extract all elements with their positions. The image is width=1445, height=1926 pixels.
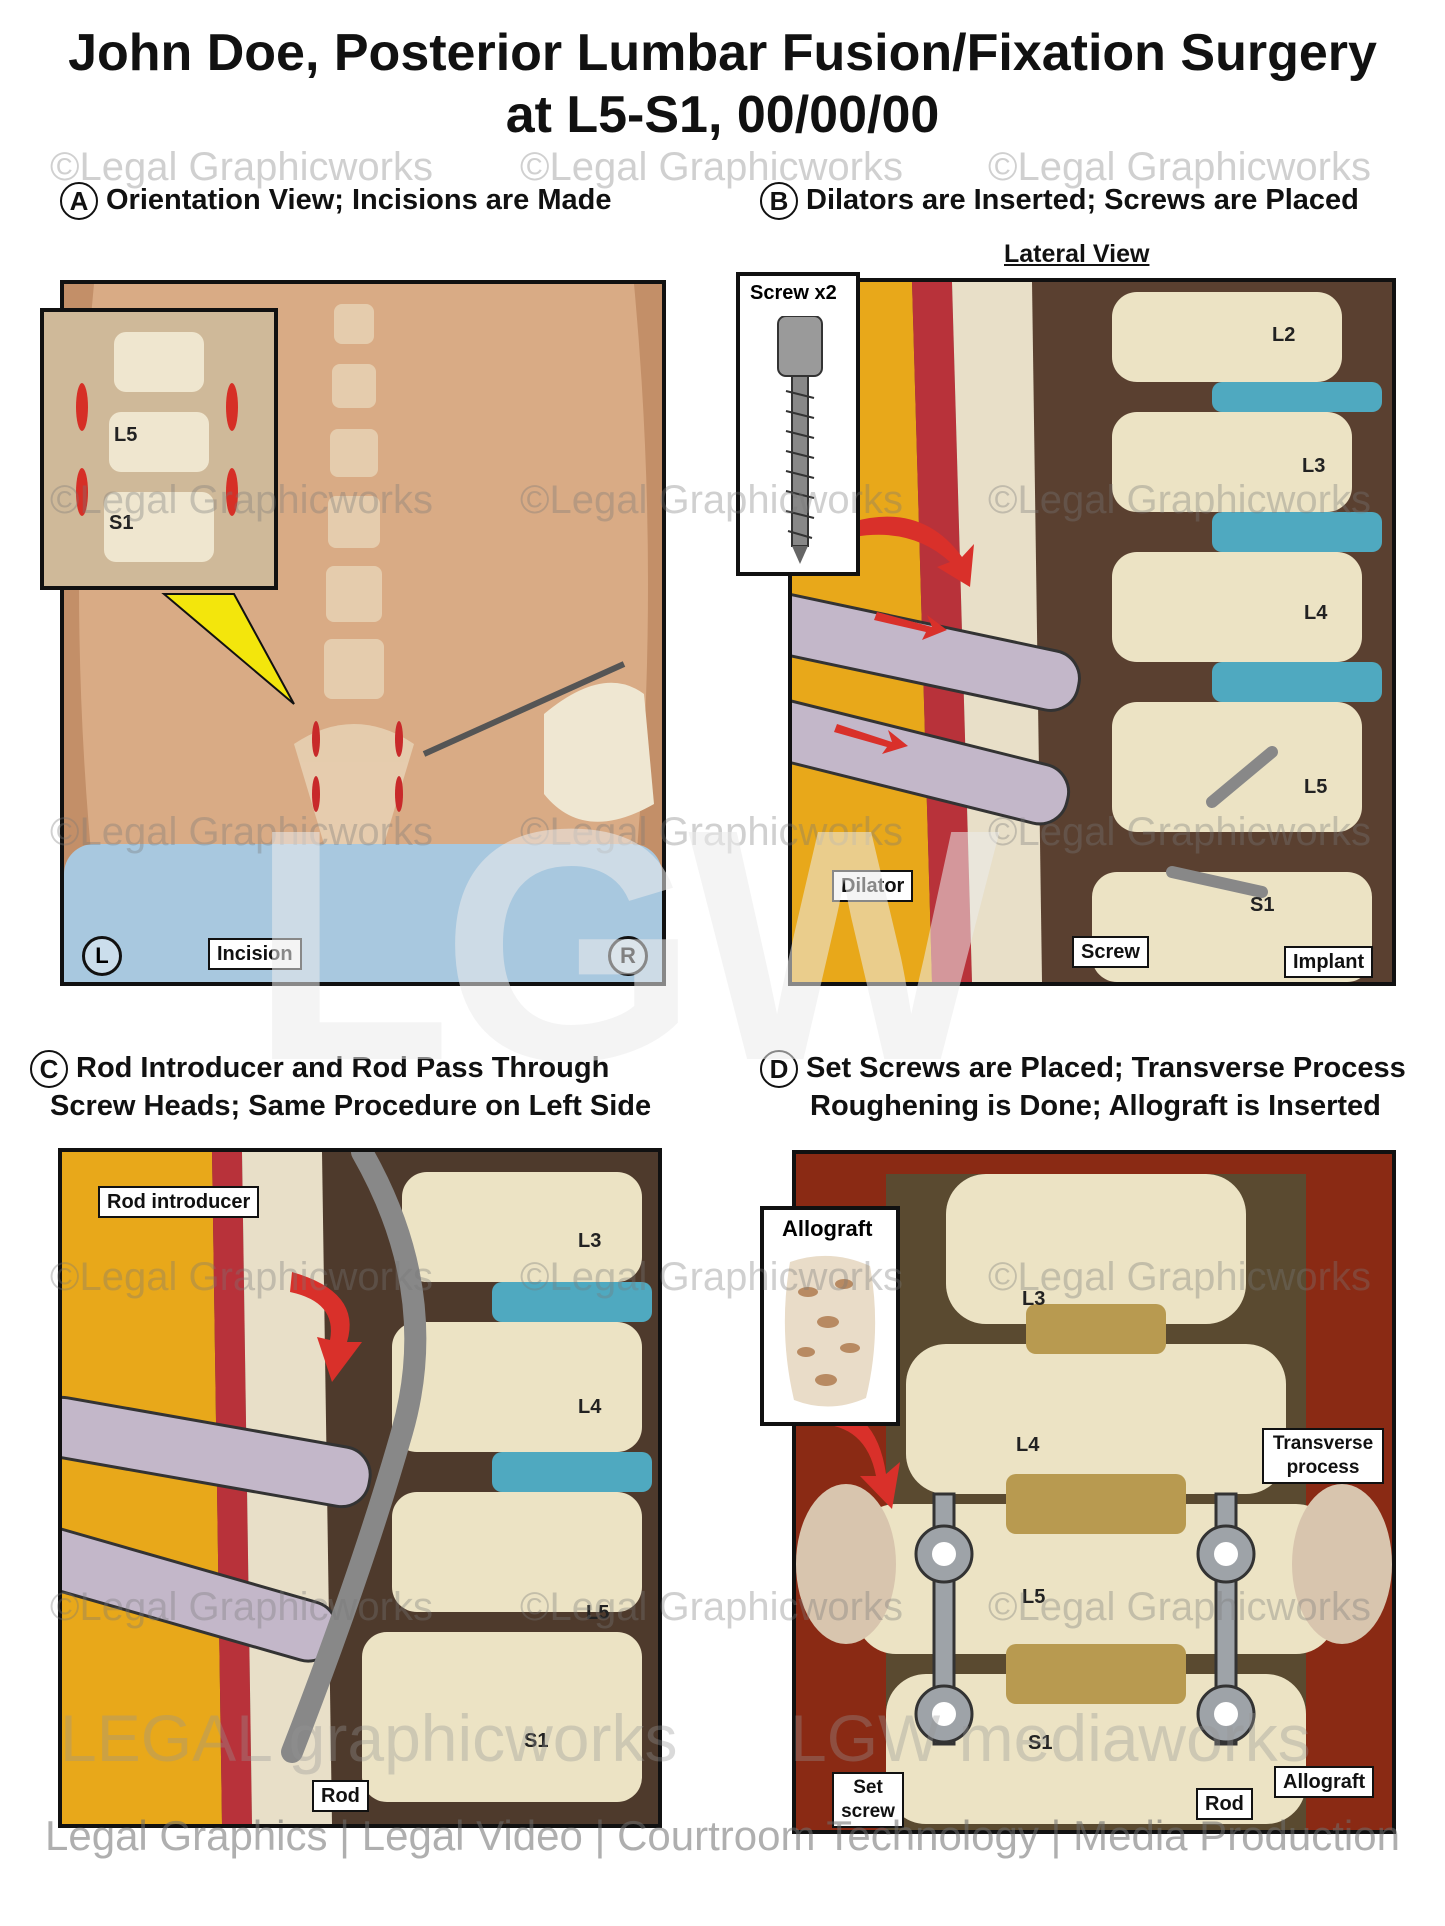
panel-d-title-line-2: Roughening is Done; Allograft is Inserte… bbox=[810, 1090, 1381, 1123]
watermark: ©Legal Graphicworks bbox=[50, 1255, 433, 1299]
watermark: ©Legal Graphicworks bbox=[988, 478, 1371, 522]
rod-label-c: Rod bbox=[312, 1780, 369, 1812]
page-title: John Doe, Posterior Lumbar Fusion/Fixati… bbox=[0, 22, 1445, 146]
allograft-chips-icon bbox=[784, 1255, 876, 1407]
set-screw-label: Set screw bbox=[832, 1772, 904, 1828]
panel-c-illustration bbox=[58, 1148, 662, 1828]
panel-c-title-line-2: Screw Heads; Same Procedure on Left Side bbox=[50, 1090, 652, 1123]
panel-b-title-text: Dilators are Inserted; Screws are Placed bbox=[806, 184, 1359, 216]
watermark: ©Legal Graphicworks bbox=[520, 478, 903, 522]
title-line-1: John Doe, Posterior Lumbar Fusion/Fixati… bbox=[68, 24, 1377, 82]
screw-inset-label: Screw x2 bbox=[750, 282, 837, 304]
panel-c-level-l5: L5 bbox=[586, 1602, 610, 1624]
lateral-spine-illustration bbox=[792, 282, 1392, 982]
center-logo: LGW bbox=[250, 760, 1000, 1129]
inset-label-s1: S1 bbox=[109, 512, 134, 534]
panel-d-level-s1: S1 bbox=[1028, 1732, 1053, 1754]
watermark: ©Legal Graphicworks bbox=[50, 145, 433, 189]
panel-d-level-l5: L5 bbox=[1022, 1586, 1046, 1608]
screw-label: Screw bbox=[1072, 936, 1149, 968]
watermark: ©Legal Graphicworks bbox=[50, 1585, 433, 1629]
allograft-label: Allograft bbox=[1274, 1766, 1375, 1798]
panel-c-level-l4: L4 bbox=[578, 1396, 602, 1418]
implant-label: Implant bbox=[1284, 946, 1374, 978]
panel-b-level-l5: L5 bbox=[1304, 776, 1328, 798]
watermark: ©Legal Graphicworks bbox=[988, 810, 1371, 854]
watermark: ©Legal Graphicworks bbox=[520, 1255, 903, 1299]
panel-b-level-l3: L3 bbox=[1302, 455, 1326, 477]
panel-a-letter: A bbox=[60, 182, 98, 221]
rod-label-d: Rod bbox=[1196, 1788, 1253, 1820]
panel-d-title-line-1: Set Screws are Placed; Transverse Proces… bbox=[806, 1052, 1406, 1084]
screw-icon bbox=[777, 316, 823, 564]
panel-b-subtitle: Lateral View bbox=[1004, 240, 1150, 268]
watermark: ©Legal Graphicworks bbox=[50, 478, 433, 522]
title-line-2: at L5-S1, 00/00/00 bbox=[505, 86, 940, 144]
panel-c-level-l3: L3 bbox=[578, 1230, 602, 1252]
watermark: ©Legal Graphicworks bbox=[520, 145, 903, 189]
panel-b-letter: B bbox=[760, 182, 798, 221]
brand-legal-graphicworks: LEGAL graphicworks bbox=[60, 1701, 678, 1775]
allograft-inset: Allograft bbox=[760, 1206, 900, 1426]
panel-b-level-l4: L4 bbox=[1304, 602, 1328, 624]
screw-inset: Screw x2 bbox=[736, 272, 860, 576]
watermark: ©Legal Graphicworks bbox=[988, 1255, 1371, 1299]
brand-lgw-mediaworks: LGW mediaworks bbox=[790, 1701, 1311, 1775]
left-marker: L bbox=[82, 936, 122, 976]
transverse-process-label: Transverse process bbox=[1262, 1428, 1384, 1484]
right-marker: R bbox=[608, 936, 648, 976]
watermark: ©Legal Graphicworks bbox=[988, 145, 1371, 189]
dilator-label: Dilator bbox=[832, 870, 914, 902]
panel-d-letter: D bbox=[760, 1050, 798, 1089]
watermark: ©Legal Graphicworks bbox=[50, 810, 433, 854]
footer-tagline: Legal Graphics | Legal Video | Courtroom… bbox=[45, 1812, 1400, 1859]
panel-c-level-s1: S1 bbox=[524, 1730, 549, 1752]
watermark: ©Legal Graphicworks bbox=[988, 1585, 1371, 1629]
incision-label: Incision bbox=[208, 938, 302, 970]
panel-d-level-l3: L3 bbox=[1022, 1288, 1046, 1310]
inset-label-l5: L5 bbox=[114, 424, 138, 446]
panel-d-level-l4: L4 bbox=[1016, 1434, 1040, 1456]
watermark: ©Legal Graphicworks bbox=[520, 810, 903, 854]
panel-c-letter: C bbox=[30, 1050, 68, 1089]
panel-c-title-line-1: Rod Introducer and Rod Pass Through bbox=[76, 1052, 610, 1084]
panel-a-inset: L5 S1 bbox=[40, 308, 278, 590]
rod-introducer-illustration bbox=[62, 1152, 658, 1824]
allograft-inset-label: Allograft bbox=[782, 1216, 873, 1241]
panel-b-illustration bbox=[788, 278, 1396, 986]
panel-b-level-l2: L2 bbox=[1272, 324, 1296, 346]
inset-spine-illustration bbox=[44, 312, 274, 586]
watermark: ©Legal Graphicworks bbox=[520, 1585, 903, 1629]
panel-a-title-text: Orientation View; Incisions are Made bbox=[106, 184, 612, 216]
panel-b-level-s1: S1 bbox=[1250, 894, 1275, 916]
rod-introducer-label-text: Rod introducer bbox=[107, 1191, 251, 1213]
rod-introducer-label: Rod introducer bbox=[98, 1186, 260, 1218]
